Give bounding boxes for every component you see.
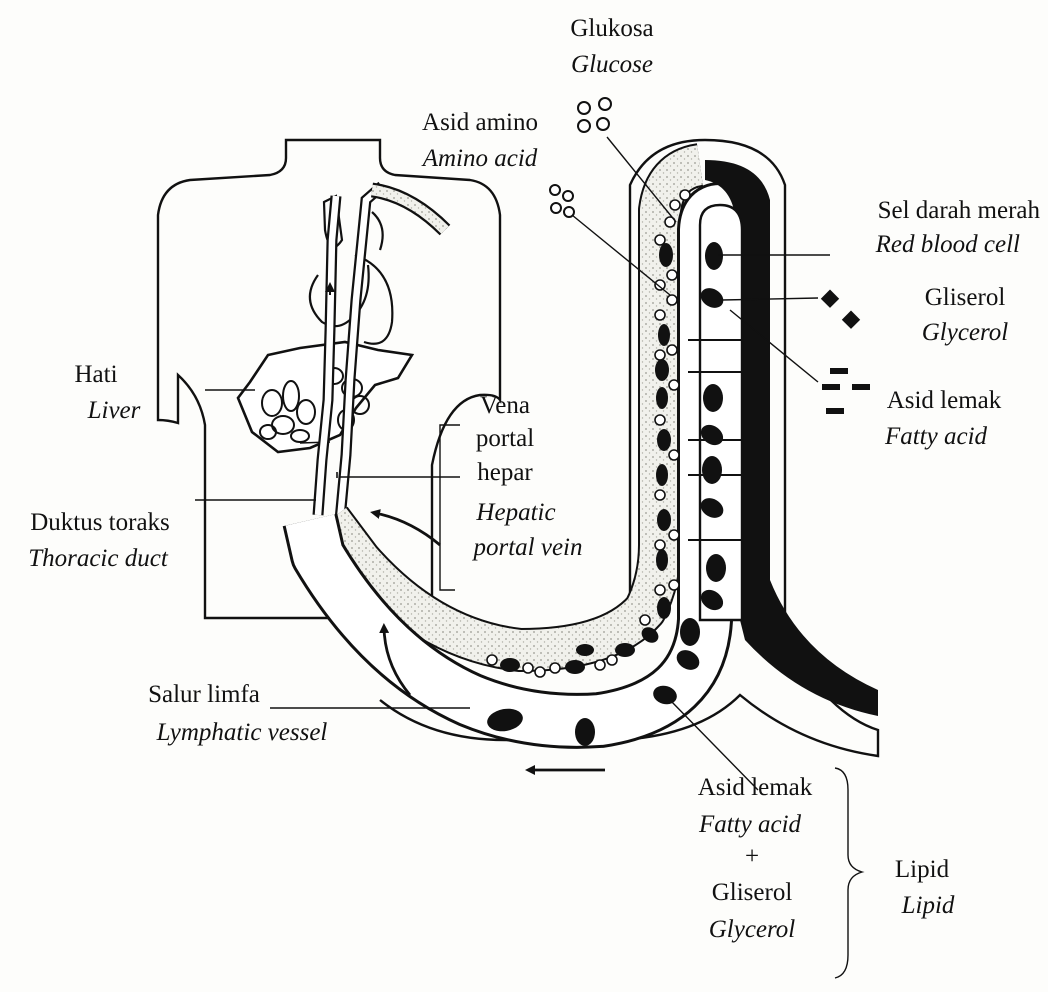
label-lipid-en: Lipid — [901, 892, 955, 919]
label-red-blood-cell: Sel darah merah Red blood cell — [875, 197, 1041, 258]
label-glucose-ms: Glukosa — [570, 15, 653, 42]
label-portal-vein: Vena portal hepar Hepatic portal vein — [471, 392, 582, 561]
label-fatty-acid-top-ms: Asid lemak — [887, 387, 1002, 414]
label-liver-en: Liver — [87, 397, 141, 424]
label-lipid: Lipid Lipid — [895, 856, 955, 919]
label-lipid-components: Asid lemak Fatty acid + Gliserol Glycero… — [698, 774, 813, 943]
label-red-blood-cell-ms: Sel darah merah — [878, 197, 1041, 224]
label-fatty-acid-top-en: Fatty acid — [884, 423, 988, 450]
label-thoracic-duct-en: Thoracic duct — [28, 545, 169, 572]
fatty-acid-symbols — [822, 368, 870, 414]
label-portal-vein-ms-2: portal — [476, 425, 534, 452]
label-amino-acid-ms: Asid amino — [422, 109, 538, 136]
label-red-blood-cell-en: Red blood cell — [875, 231, 1020, 258]
label-portal-vein-en-2: portal vein — [471, 534, 582, 561]
label-glycerol-top: Gliserol Glycerol — [922, 284, 1009, 346]
label-fatty-acid-top: Asid lemak Fatty acid — [884, 387, 1002, 450]
glucose-symbols — [578, 98, 611, 132]
label-plus: + — [745, 843, 759, 870]
label-liver: Hati Liver — [74, 361, 140, 424]
label-glycerol-top-en: Glycerol — [922, 319, 1009, 346]
glycerol-symbols — [821, 290, 860, 329]
label-glucose-en: Glucose — [571, 51, 653, 78]
label-lymph-vessel-ms: Salur limfa — [148, 681, 260, 708]
label-fatty-acid-bottom-en: Fatty acid — [698, 811, 802, 838]
label-glycerol-bottom-ms: Gliserol — [712, 879, 793, 906]
label-fatty-acid-bottom-ms: Asid lemak — [698, 774, 813, 801]
label-glucose: Glukosa Glucose — [570, 15, 653, 78]
label-lymph-vessel: Salur limfa Lymphatic vessel — [148, 681, 327, 746]
label-thoracic-duct: Duktus toraks Thoracic duct — [28, 509, 170, 572]
label-glycerol-top-ms: Gliserol — [925, 284, 1006, 311]
label-amino-acid-en: Amino acid — [421, 145, 538, 172]
label-amino-acid: Asid amino Amino acid — [421, 109, 538, 172]
label-portal-vein-ms-3: hepar — [477, 459, 533, 486]
label-portal-vein-ms-1: Vena — [480, 392, 530, 419]
label-lymph-vessel-en: Lymphatic vessel — [156, 719, 328, 746]
label-thoracic-duct-ms: Duktus toraks — [30, 509, 170, 536]
amino-acid-symbols — [550, 185, 574, 217]
label-lipid-ms: Lipid — [895, 856, 950, 883]
label-portal-vein-en-1: Hepatic — [475, 499, 555, 526]
label-liver-ms: Hati — [74, 361, 117, 388]
label-glycerol-bottom-en: Glycerol — [709, 916, 796, 943]
